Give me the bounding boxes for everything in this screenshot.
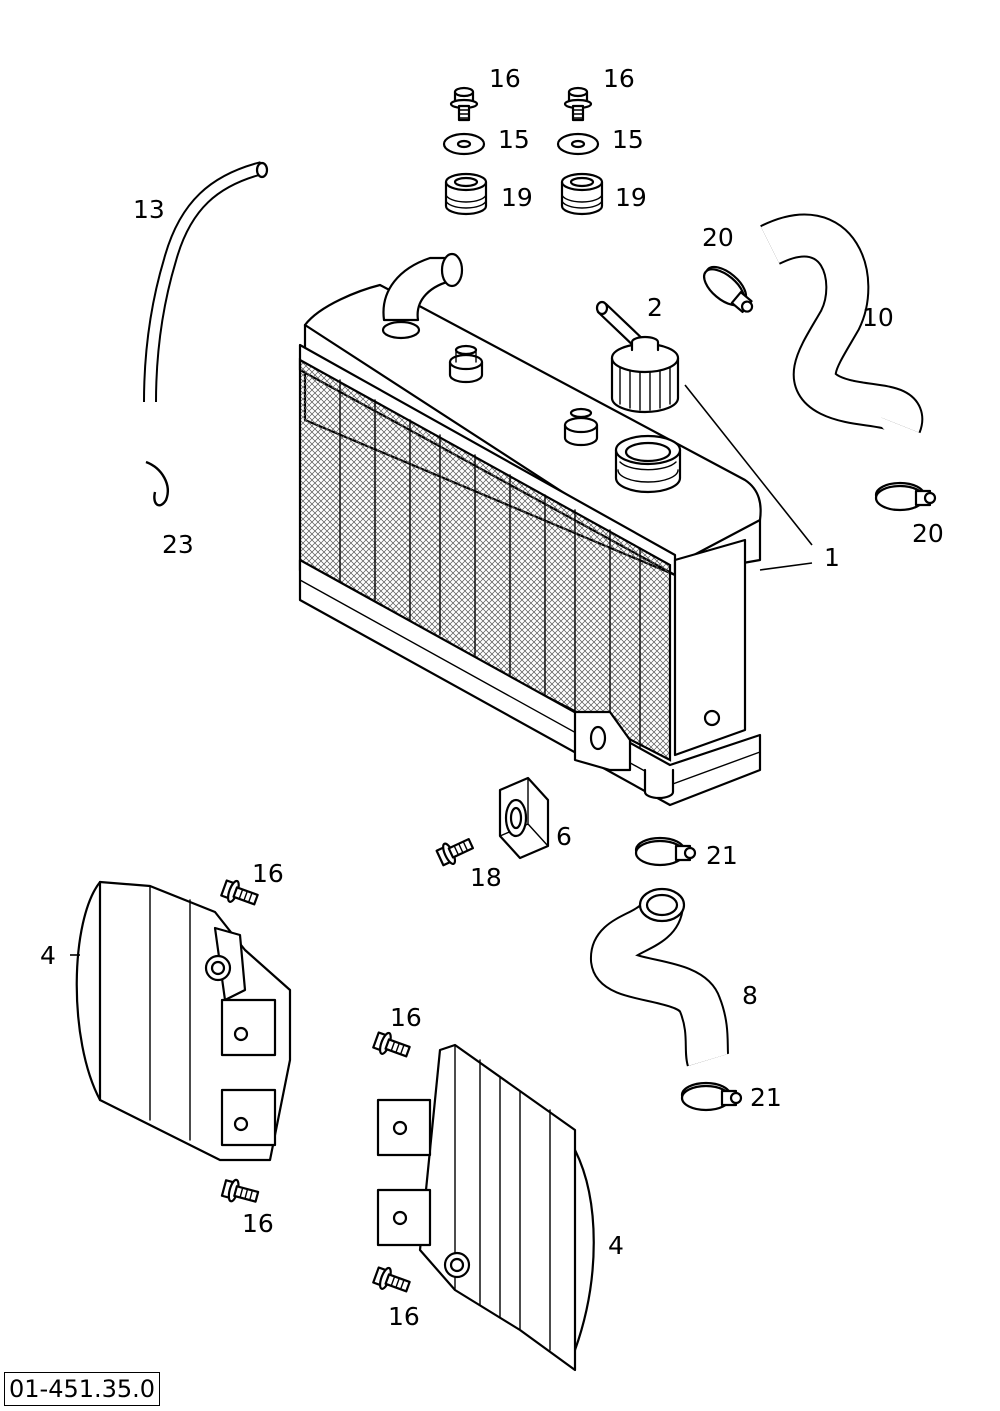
callout-6: 6 [556, 822, 572, 851]
callout-2: 2 [647, 293, 663, 322]
callout-10: 10 [862, 303, 894, 332]
washer-15-right [556, 132, 600, 156]
callout-20-lower: 20 [912, 519, 944, 548]
leader-line-1-cap [684, 384, 813, 546]
bolt-16-top-left [449, 86, 479, 122]
overflow-hose-13 [143, 161, 269, 403]
callout-18: 18 [470, 863, 502, 892]
callout-4-left: 4 [40, 941, 56, 970]
rubber-mount-6 [498, 776, 550, 860]
callout-15-left: 15 [498, 125, 530, 154]
radiator-1 [298, 252, 762, 807]
bolt-16-top-right [563, 86, 593, 122]
callout-19-right: 19 [615, 183, 647, 212]
callout-23: 23 [162, 530, 194, 559]
bolt-16-right-shroud-lower [371, 1263, 413, 1299]
callout-16-right-upper: 16 [390, 1003, 422, 1032]
radiator-shroud-4-left [75, 880, 292, 1162]
hose-clamp-20-upper [696, 259, 762, 321]
callout-16-top-left: 16 [489, 64, 521, 93]
callout-15-right: 15 [612, 125, 644, 154]
callout-4-right: 4 [608, 1231, 624, 1260]
hose-clamp-20-lower [874, 481, 937, 512]
grommet-19-left [444, 172, 488, 216]
callout-16-left-lower: 16 [242, 1209, 274, 1238]
hose-clip-23 [145, 460, 169, 507]
leader-line-1 [759, 562, 813, 571]
grommet-19-right [560, 172, 604, 216]
radiator-shroud-4-right [376, 1043, 595, 1372]
radiator-cap-2 [595, 300, 680, 414]
callout-16-top-right: 16 [603, 64, 635, 93]
hose-clamp-21-upper [634, 836, 697, 867]
radiator-hose-8 [590, 887, 730, 1067]
bolt-16-left-shroud-lower [220, 1176, 261, 1209]
callout-19-left: 19 [501, 183, 533, 212]
callout-16-left-upper: 16 [252, 859, 284, 888]
washer-15-left [442, 132, 486, 156]
callout-8: 8 [742, 981, 758, 1010]
callout-13: 13 [133, 195, 165, 224]
hose-clamp-21-lower [680, 1081, 743, 1112]
radiator-hose-10 [760, 213, 923, 434]
callout-21-upper: 21 [706, 841, 738, 870]
callout-20-upper: 20 [702, 223, 734, 252]
callout-21-lower: 21 [750, 1083, 782, 1112]
callout-1: 1 [824, 543, 840, 572]
bolt-16-right-shroud-upper [371, 1028, 413, 1064]
drawing-number: 01-451.35.0 [4, 1372, 161, 1406]
callout-16-right-lower: 16 [388, 1302, 420, 1331]
